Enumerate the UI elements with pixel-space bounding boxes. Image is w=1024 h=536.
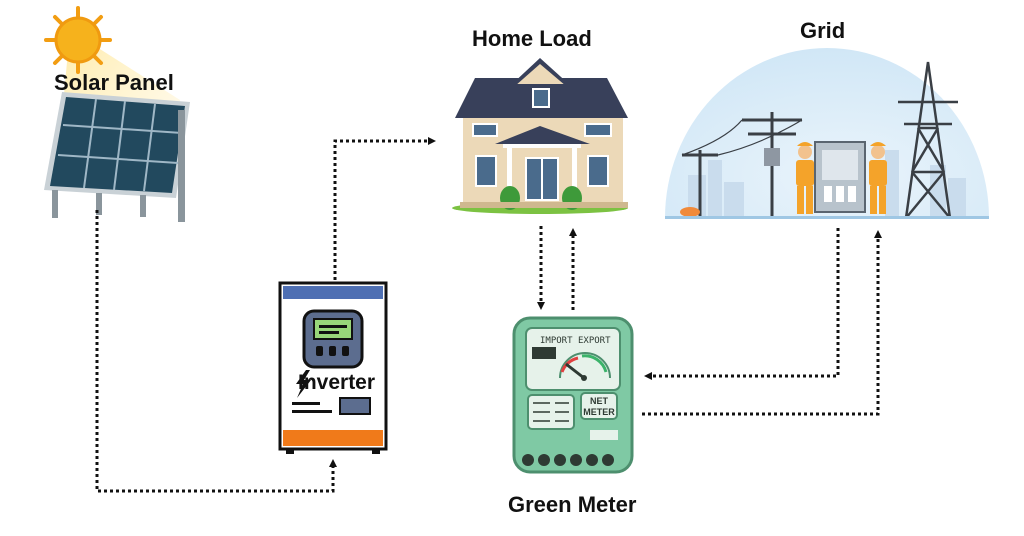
meter-export-label: EXPORT: [578, 336, 611, 346]
connector-solar-to-inverter: [95, 210, 337, 493]
sun-icon: [44, 6, 112, 74]
worker-right: [869, 142, 887, 214]
house-illustration: [452, 58, 628, 214]
grid-illustration: [665, 48, 989, 219]
solar-panel-illustration: [44, 30, 190, 222]
inverter-illustration: [278, 281, 388, 454]
meter-import-label: IMPORT: [540, 336, 573, 346]
lightning-icon: [296, 370, 311, 398]
solar-panel-label: Solar Panel: [54, 70, 174, 95]
net-meter-label-line2: METER: [583, 407, 615, 417]
connector-meter-to-grid: [642, 230, 882, 416]
connector-inverter-to-home: [333, 137, 436, 280]
connector-grid-to-meter: [644, 228, 840, 380]
inverter-label: Inverter: [298, 371, 376, 394]
grid-label: Grid: [800, 18, 846, 43]
green-meter-illustration: IMPORT EXPORT NET METER: [512, 316, 634, 474]
home-load-label: Home Load: [472, 26, 592, 51]
worker-left: [796, 142, 814, 214]
net-meter-label-line1: NET: [590, 396, 609, 406]
green-meter-label: Green Meter: [508, 492, 637, 517]
